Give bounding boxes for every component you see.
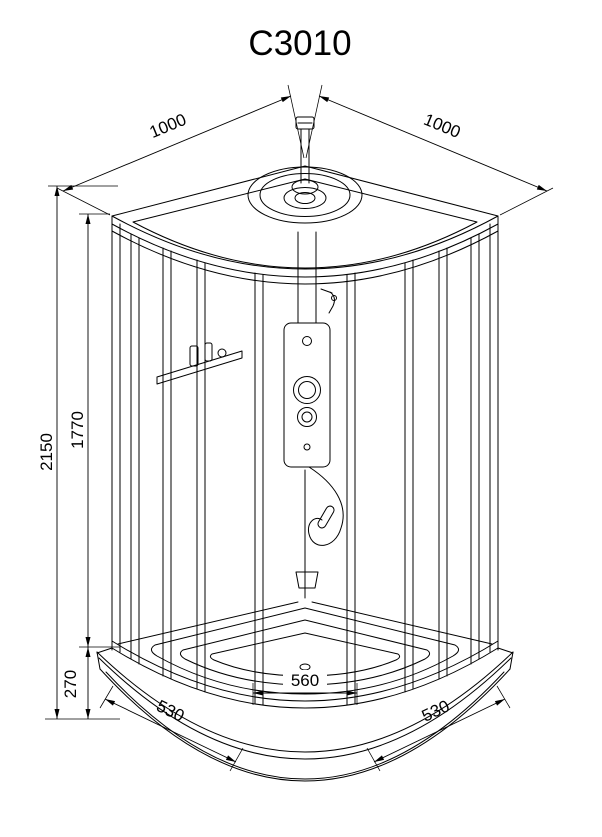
roof-outline <box>111 165 499 285</box>
glass-panels <box>111 215 499 709</box>
hand-shower-hose <box>307 466 344 546</box>
dim-label-width-right: 1000 <box>421 110 463 142</box>
dim-label-tray-height: 270 <box>61 670 80 698</box>
hand-shower-hook-icon <box>320 288 337 314</box>
bottle-icon <box>189 345 199 367</box>
dim-width-left: 1000 <box>56 84 305 216</box>
dim-label-width-left: 1000 <box>147 110 189 142</box>
diverter-knob-icon <box>297 407 317 427</box>
dim-front-left: 530 <box>99 685 244 772</box>
control-panel <box>283 322 331 468</box>
mixer-knob-icon <box>293 376 321 404</box>
bottle-icon <box>204 342 213 362</box>
soap-icon <box>217 348 227 358</box>
hand-shower-icon <box>317 505 335 529</box>
dim-label-inner-width: 560 <box>291 671 319 690</box>
page-title: C3010 <box>248 24 351 63</box>
drain-icon <box>299 663 311 671</box>
dim-width-right: 1000 <box>305 84 554 216</box>
dim-label-cabin-height: 1770 <box>68 411 87 449</box>
dim-tray-height: 270 <box>61 647 91 719</box>
dim-front-right: 530 <box>366 685 511 772</box>
dim-inner-width: 560 <box>252 670 358 705</box>
shower-head <box>247 166 363 224</box>
dim-label-front-right: 530 <box>419 696 453 725</box>
dim-label-total-height: 2150 <box>37 433 56 471</box>
corner-shelf <box>156 342 243 385</box>
corner-riser-pipes <box>295 231 319 599</box>
dim-height-total: 2150 <box>37 185 120 720</box>
dim-height-cabin: 1770 <box>68 213 120 648</box>
